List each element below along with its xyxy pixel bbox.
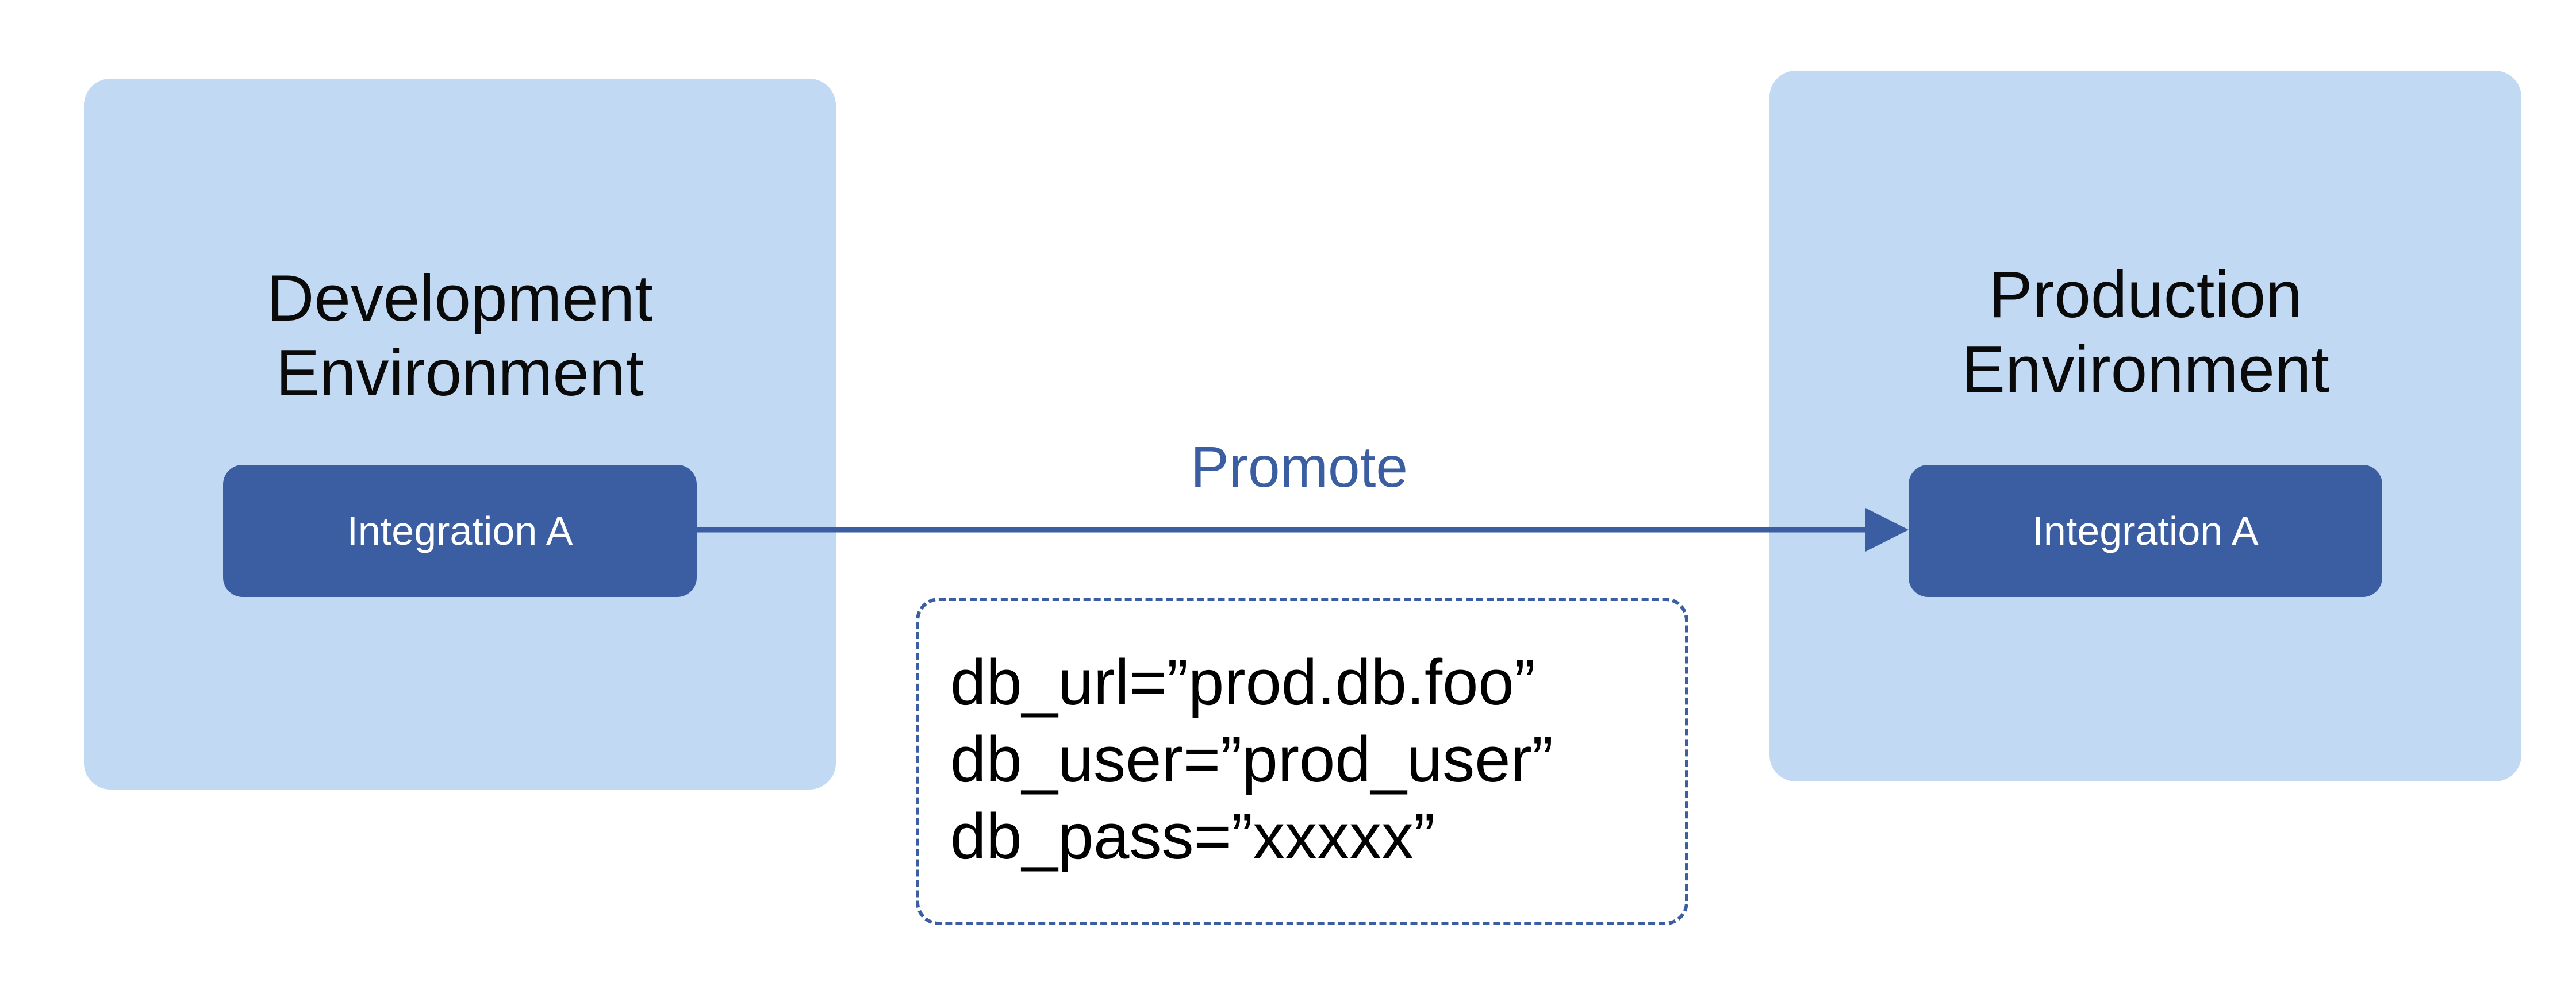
production-environment: Production Environment Integration A xyxy=(1769,71,2521,781)
config-line-db-url: db_url=”prod.db.foo” xyxy=(950,646,1536,718)
development-environment: Development Environment Integration A xyxy=(84,79,836,790)
development-environment-title: Development Environment xyxy=(267,262,653,410)
config-line-db-user: db_user=”prod_user” xyxy=(950,723,1554,795)
promote-label: Promote xyxy=(1191,435,1408,499)
production-integration-a[interactable]: Integration A xyxy=(1909,465,2382,597)
production-environment-title: Production Environment xyxy=(1961,259,2329,406)
config-line-db-pass: db_pass=”xxxxx” xyxy=(950,800,1435,872)
development-integration-a[interactable]: Integration A xyxy=(223,465,697,597)
config-box: db_url=”prod.db.foo” db_user=”prod_user”… xyxy=(916,598,1688,925)
promote-arrow-head xyxy=(1865,508,1909,552)
